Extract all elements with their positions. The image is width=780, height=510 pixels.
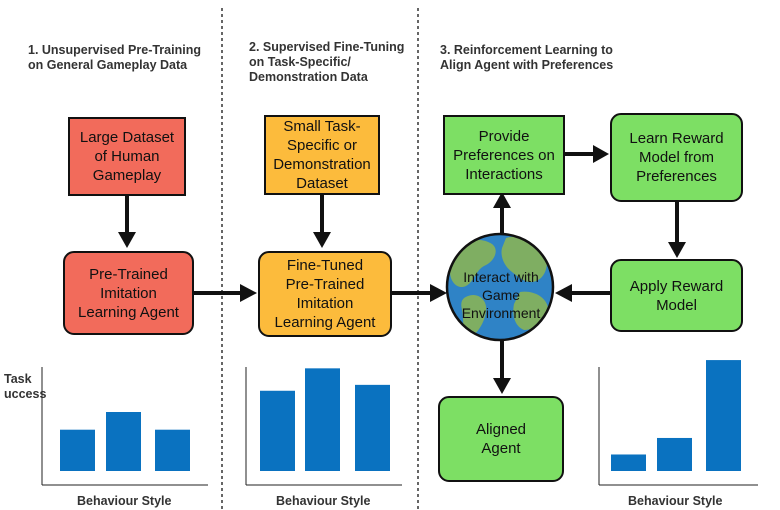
small-dataset-line1: Small Task- [283, 118, 361, 135]
apply-reward-line1: Apply Reward [629, 277, 724, 295]
chart-stage-3 [598, 360, 758, 486]
chart-1-bar-1 [60, 429, 95, 471]
provide-preferences-line2: Preferences on [453, 146, 555, 164]
learn-reward-line2: Model from [638, 149, 715, 166]
stage-2-title-line2: on Task-Specific/ [249, 55, 351, 69]
chart-3-x-label: Behaviour Style [628, 494, 723, 508]
finetuned-agent-line3: Imitation [296, 295, 354, 312]
arrow-pretrained-to-finetuned [193, 284, 257, 302]
aligned-agent-box: Aligned Agent [438, 396, 564, 482]
chart-y-label-line2: uccess [4, 387, 47, 401]
chart-1-x-label: Behaviour Style [77, 494, 172, 508]
stage-3-title-line1: 3. Reinforcement Learning to [440, 43, 613, 57]
aligned-agent-line1: Aligned [475, 421, 527, 438]
learn-reward-line1: Learn Reward [629, 130, 724, 147]
arrow-preferences-to-reward [565, 145, 609, 163]
stage-1-title-line1: 1. Unsupervised Pre-Training [28, 43, 201, 57]
stage-2-title-line1: 2. Supervised Fine-Tuning [249, 40, 405, 54]
small-dataset-line4: Dataset [296, 175, 348, 192]
apply-reward-box: Apply Reward Model [610, 259, 743, 332]
arrow-apply-to-environment [555, 284, 610, 302]
small-dataset-box: Small Task- Specific or Demonstration Da… [264, 115, 380, 195]
arrow-environment-to-preferences [493, 192, 511, 234]
arrow-dataset-to-pretrained [118, 195, 136, 248]
chart-2-x-label: Behaviour Style [276, 494, 371, 508]
learn-reward-box: Learn Reward Model from Preferences [610, 113, 743, 202]
chart-y-label-line1: Task [4, 372, 32, 386]
chart-2-bar-3 [355, 384, 390, 471]
chart-2-bar-2 [305, 368, 340, 471]
pretrained-agent-line2: Imitation [100, 284, 157, 302]
large-dataset-line1: Large Dataset [79, 129, 175, 146]
finetuned-agent-box: Fine-Tuned Pre-Trained Imitation Learnin… [258, 251, 392, 337]
chart-3-bar-2 [657, 437, 692, 471]
stage-1-title-line2: on General Gameplay Data [28, 58, 188, 72]
large-dataset-line3: Gameplay [92, 167, 162, 184]
stage-1-title: 1. Unsupervised Pre-Training on General … [28, 43, 201, 73]
environment-line3: Environment [461, 305, 541, 321]
arrow-reward-to-apply [668, 202, 686, 258]
chart-stage-1 [41, 367, 208, 486]
provide-preferences-box: Provide Preferences on Interactions [443, 115, 565, 195]
finetuned-agent-line2: Pre-Trained [285, 276, 365, 293]
aligned-agent-line2: Agent [481, 440, 521, 457]
environment-line1: Interact with [463, 269, 539, 285]
chart-y-label: Task uccess [4, 372, 46, 402]
finetuned-agent-line4: Learning Agent [274, 314, 376, 331]
environment-label: Interact with Game Environment [446, 268, 556, 322]
arrow-small-dataset-to-finetuned [313, 195, 331, 248]
provide-preferences-line1: Provide [478, 127, 530, 145]
stage-2-title: 2. Supervised Fine-Tuning on Task-Specif… [249, 40, 404, 85]
apply-reward-line2: Model [656, 296, 697, 314]
arrow-finetuned-to-environment [392, 284, 447, 302]
pretrained-agent-box: Pre-Trained Imitation Learning Agent [63, 251, 194, 335]
arrow-environment-to-aligned [493, 340, 511, 394]
small-dataset-line3: Demonstration [273, 156, 371, 173]
environment-line2: Game [481, 287, 521, 303]
learn-reward-line3: Preferences [636, 168, 717, 185]
pretrained-agent-line1: Pre-Trained [89, 265, 168, 283]
chart-3-bar-3 [706, 360, 741, 471]
chart-1-bar-3 [155, 429, 190, 471]
stage-2-title-line3: Demonstration Data [249, 70, 368, 84]
large-dataset-line2: of Human [94, 148, 160, 165]
finetuned-agent-line1: Fine-Tuned [286, 257, 364, 274]
chart-2-bar-1 [260, 390, 295, 471]
small-dataset-line2: Specific or [286, 137, 357, 154]
globe-icon [445, 232, 555, 342]
chart-1-bar-2 [106, 412, 141, 471]
large-dataset-box: Large Dataset of Human Gameplay [68, 117, 186, 196]
stage-3-title-line2: Align Agent with Preferences [440, 58, 614, 72]
chart-stage-2 [245, 367, 402, 486]
chart-3-bar-1 [611, 454, 646, 471]
pretrained-agent-line3: Learning Agent [78, 303, 179, 321]
provide-preferences-line3: Interactions [465, 165, 543, 183]
stage-3-title: 3. Reinforcement Learning to Align Agent… [440, 43, 613, 73]
